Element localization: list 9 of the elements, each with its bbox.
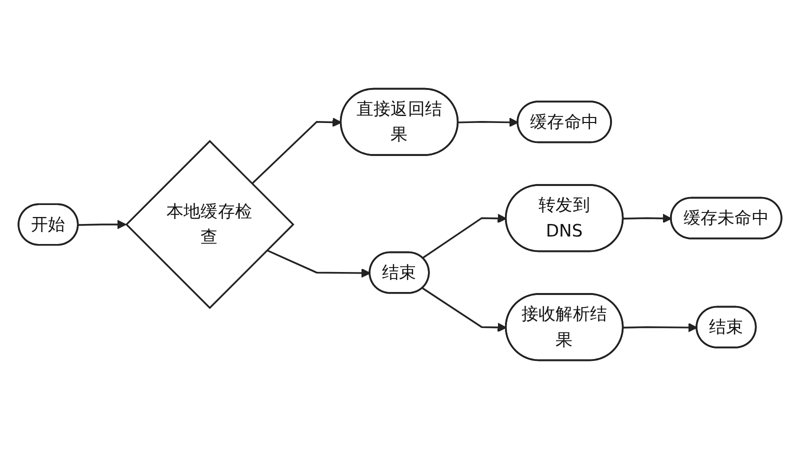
node-diamond: 本地缓存检查 [125, 140, 294, 310]
arrow [78, 220, 126, 230]
arrow [251, 118, 342, 184]
arrow [422, 288, 507, 332]
arrow [422, 214, 507, 259]
arrow [623, 214, 672, 224]
arrow [623, 322, 698, 332]
arrow [458, 118, 518, 128]
arrow [266, 250, 371, 278]
